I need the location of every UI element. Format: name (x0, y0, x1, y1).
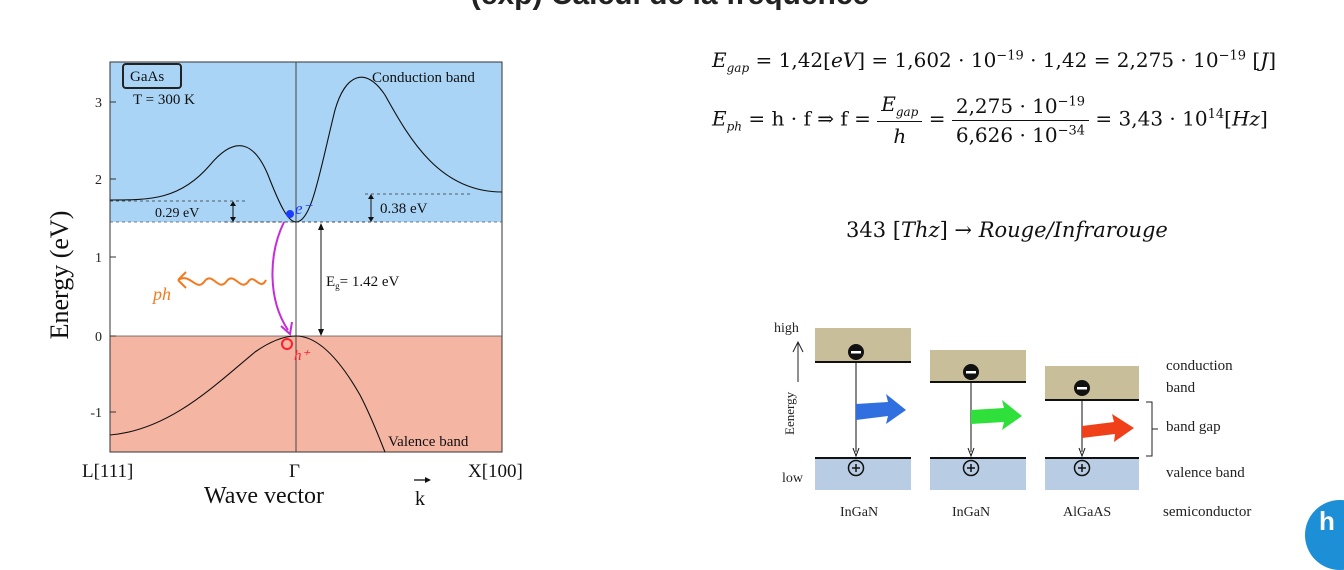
valence-band-curve-L (109, 335, 297, 436)
material-label: GaAs (130, 69, 164, 85)
conduction-block-1 (815, 328, 911, 362)
led-bandgap-diagram: high low Eenergy InGaN InGaN AlGaAS cond… (774, 321, 1251, 520)
conduction-block-2 (930, 350, 1026, 382)
y-axis-label: Energy (eV) (45, 211, 74, 340)
high-label: high (774, 321, 799, 336)
y-tick-label: -1 (90, 406, 102, 421)
band-gap-label: Eg= 1.42 eV (326, 274, 400, 291)
y-tick-label: 0 (95, 330, 102, 345)
transition-arrow (271, 221, 289, 331)
x-axis-label: Wave vector (204, 483, 324, 509)
k-vector-symbol: k (415, 488, 425, 510)
equation-colour: 343 [Thz] → Rouge/Infrarouge (846, 218, 1168, 242)
photon-label: ph (151, 284, 171, 304)
hole-label: h⁺ (294, 348, 311, 364)
conduction-band-curve (109, 76, 503, 223)
valence-block-1 (815, 458, 911, 490)
y-tick-label: 3 (95, 96, 102, 111)
low-label: low (782, 471, 804, 486)
valence-block-2 (930, 458, 1026, 490)
equation-gap-energy: Egap = 1,42[eV] = 1,602 · 10−19 · 1,42 =… (712, 48, 1277, 75)
conduction-label-line1: conduction (1166, 358, 1233, 374)
conduction-label-line2: band (1166, 380, 1196, 396)
conduction-block-3 (1045, 366, 1139, 400)
material-label-1: InGaN (840, 505, 878, 520)
conduction-band-label: Conduction band (372, 70, 475, 86)
photon-arrow-blue (856, 394, 906, 424)
electron-dot (286, 210, 294, 218)
photon-wave (177, 271, 267, 289)
photon-arrow-red (1082, 414, 1134, 442)
valence-band-label: valence band (1166, 465, 1245, 481)
band-gap-label: band gap (1166, 419, 1221, 435)
y-tick-label: 1 (95, 251, 102, 266)
temperature-label: T = 300 K (133, 92, 195, 108)
semiconductor-label: semiconductor (1163, 504, 1251, 520)
page-title: (exp) Calcul de la fréquence (430, 0, 910, 12)
valence-band-region (110, 336, 502, 452)
conduction-band-region (110, 62, 502, 222)
offset-L-label: 0.29 eV (155, 206, 199, 221)
x-tick-label-gamma: Γ (289, 461, 300, 482)
material-label-3: AlGaAS (1063, 505, 1111, 520)
material-label-2: InGaN (952, 505, 990, 520)
band-structure-chart: 3 2 1 0 -1 Energy (eV) L[111] Γ X[100] W… (45, 61, 523, 510)
valence-band-label: Valence band (388, 434, 469, 450)
valence-block-3 (1045, 458, 1139, 490)
energy-axis-label: Eenergy (782, 391, 797, 435)
band-gap-bracket (1146, 401, 1158, 457)
x-tick-label-L: L[111] (82, 461, 133, 482)
offset-X-label: 0.38 eV (380, 201, 428, 217)
y-ticks (110, 101, 116, 413)
hole-circle (281, 338, 293, 350)
y-tick-label: 2 (95, 173, 102, 188)
x-tick-label-X: X[100] (468, 461, 523, 482)
electron-label: e⁻ (295, 199, 314, 218)
material-box (122, 63, 182, 89)
valence-band-curve-X (295, 335, 386, 453)
photon-arrow-green (971, 400, 1022, 430)
